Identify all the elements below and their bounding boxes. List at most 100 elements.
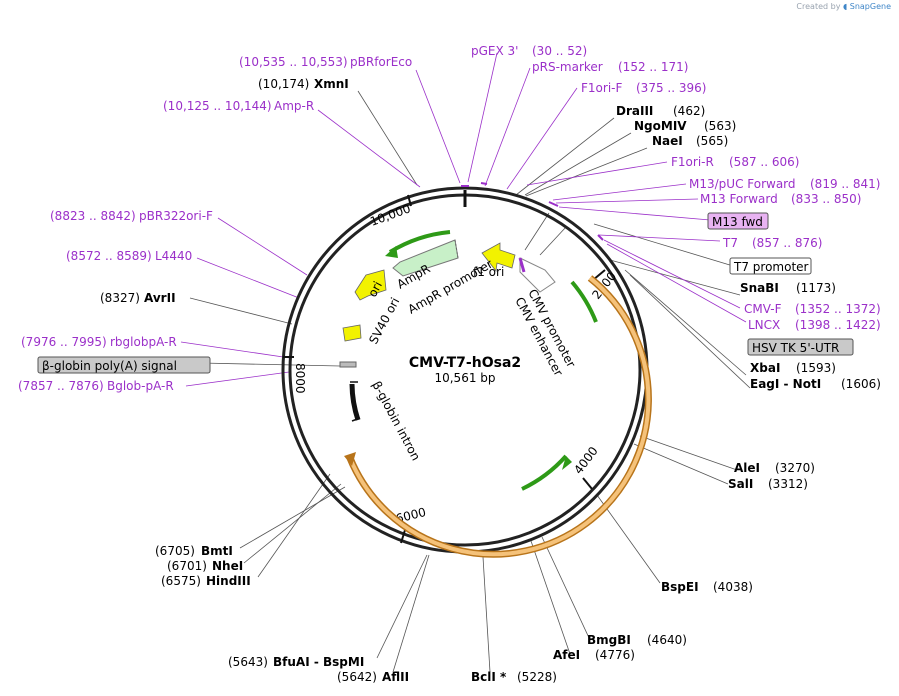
site-afei[interactable]: AfeI [553, 648, 580, 662]
site-nhei[interactable]: NheI [212, 559, 243, 573]
primer-m13-forward[interactable]: M13 Forward [700, 192, 778, 206]
snapgene-credit: Created by ◖ SnapGene [796, 2, 891, 11]
site-coord-nhei: (6701) [167, 559, 207, 573]
primer-rbglobpa-r[interactable]: rbglobpA-R [110, 335, 177, 349]
orf-arrowhead [344, 452, 356, 466]
green-arrow-1 [570, 280, 598, 323]
primer-coord-pbrforeco: (10,535 .. 10,553) [239, 55, 348, 69]
primer-f1ori-f[interactable]: F1ori-F [581, 81, 622, 95]
primer-coord-rbglobpa-r: (7976 .. 7995) [21, 335, 107, 349]
snapgene-logo-icon: ◖ [842, 2, 848, 11]
site-coord-alei: (3270) [775, 461, 815, 475]
primer-pbr322ori-f[interactable]: pBR322ori-F [139, 209, 213, 223]
ampr-arrow [392, 239, 459, 277]
site-coord-hindiii: (6575) [161, 574, 201, 588]
primer-amp-r[interactable]: Amp-R [274, 99, 314, 113]
site-xmni[interactable]: XmnI [314, 77, 349, 91]
primer-coord-prs-marker: (30 .. 52) [532, 44, 587, 58]
primer-coord-lncx: (1398 .. 1422) [795, 318, 881, 332]
site-bmti[interactable]: BmtI [201, 544, 233, 558]
snapgene-brand: ◖ SnapGene [843, 2, 891, 11]
primer-coord-amp-r: (10,125 .. 10,144) [163, 99, 272, 113]
site-coord-naei: (565) [696, 134, 728, 148]
site-sali[interactable]: SalI [728, 477, 753, 491]
f1-ori-arrow [481, 242, 516, 273]
credit-brand: SnapGene [849, 2, 891, 11]
site-coord-avrii: (8327) [100, 291, 140, 305]
credit-prefix: Created by [796, 2, 841, 11]
primer-coord-cmv-f: (1352 .. 1372) [795, 302, 881, 316]
site-coord-bmti: (6705) [155, 544, 195, 558]
site-coord-ngomiv: (563) [704, 119, 736, 133]
sv40-ori-box [342, 324, 362, 342]
primer-coord-pbr322ori-f: (8823 .. 8842) [50, 209, 136, 223]
boxed-label-beta-globin-polya[interactable]: β-globin poly(A) signal [42, 359, 177, 373]
beta-globin-polya-box [37, 356, 211, 374]
feature-label-ori: ori [365, 279, 385, 299]
site-hindiii[interactable]: HindIII [206, 574, 251, 588]
site-aflii[interactable]: AflII [382, 670, 409, 684]
primer-coord-152-171: (152 .. 171) [618, 60, 688, 74]
green-arrow-2 [521, 454, 568, 491]
primer-coord-m13-forward: (833 .. 850) [791, 192, 861, 206]
polya-mark [339, 361, 357, 368]
site-coord-sali: (3312) [768, 477, 808, 491]
site-naei[interactable]: NaeI [652, 134, 683, 148]
site-xbai[interactable]: XbaI [750, 361, 780, 375]
m13-fwd-box [707, 212, 769, 230]
primer-m13-puc-forward[interactable]: M13/pUC Forward [689, 177, 796, 191]
primer-coord-f1ori-f: (375 .. 396) [636, 81, 706, 95]
site-draiii[interactable]: DraIII [616, 104, 653, 118]
primer-leader-lines [180, 52, 747, 387]
site-bmgbi[interactable]: BmgBI [587, 633, 631, 647]
site-coord-bspei: (4038) [713, 580, 753, 594]
site-coord-bfuai-bspmi: (5643) [228, 655, 268, 669]
site-coord-bmgbi: (4640) [647, 633, 687, 647]
primer-coord-t7: (857 .. 876) [752, 236, 822, 250]
primer-marks [461, 182, 604, 241]
boxed-label-t7-promoter[interactable]: T7 promoter [733, 260, 809, 274]
feature-label-sv40-ori: SV40 ori [366, 295, 402, 346]
site-alei[interactable]: AleI [734, 461, 760, 475]
tick-marks [283, 194, 606, 544]
plasmid-length: 10,561 bp [434, 371, 495, 385]
primer-pgex3[interactable]: pGEX 3' [471, 44, 518, 58]
primer-lncx[interactable]: LNCX [748, 318, 780, 332]
site-coord-bcli: (5228) [517, 670, 557, 684]
hsv-tk-utr-box [747, 338, 854, 356]
site-eagi-noti[interactable]: EagI - NotI [750, 377, 821, 391]
primer-f1ori-r[interactable]: F1ori-R [671, 155, 714, 169]
boxed-label-m13-fwd[interactable]: M13 fwd [712, 215, 763, 229]
site-coord-snabi: (1173) [796, 281, 836, 295]
primer-bglob-pa-r[interactable]: Bglob-pA-R [107, 379, 174, 393]
tick-label-4000: 4000 [571, 444, 601, 477]
site-avrii[interactable]: AvrII [144, 291, 176, 305]
primer-coord-m13-puc-forward: (819 .. 841) [810, 177, 880, 191]
cmv-primer-site [518, 257, 526, 273]
primer-l4440[interactable]: L4440 [155, 249, 192, 263]
site-snabi[interactable]: SnaBI [740, 281, 779, 295]
feature-label-beta-globin-intron: β-globin intron [369, 379, 423, 463]
primer-coord-l4440: (8572 .. 8589) [66, 249, 152, 263]
primer-cmv-f[interactable]: CMV-F [744, 302, 782, 316]
site-ngomiv[interactable]: NgoMIV [634, 119, 687, 133]
primer-coord-bglob-pa-r: (7857 .. 7876) [18, 379, 104, 393]
site-bfuai-bspmi[interactable]: BfuAI - BspMI [273, 655, 364, 669]
ampr-promoter-mark [454, 239, 459, 259]
site-coord-draiii: (462) [673, 104, 705, 118]
feature-label-f1-ori: f1 ori [473, 265, 504, 279]
green-arrow-3-head [385, 246, 398, 258]
primer-t7[interactable]: T7 [722, 236, 738, 250]
orf-arc [348, 276, 651, 557]
primer-pbrforeco[interactable]: pBRforEco [350, 55, 412, 69]
green-arrow-2-head [562, 456, 572, 470]
site-leader-lines [189, 90, 754, 673]
primer-prs-marker[interactable]: pRS-marker [532, 60, 603, 74]
site-bcli[interactable]: BclI * [471, 670, 507, 684]
site-coord-eagi-noti: (1606) [841, 377, 881, 391]
t7-promoter-box [729, 257, 812, 275]
boxed-label-hsv-tk-utr[interactable]: HSV TK 5'-UTR [752, 341, 839, 355]
site-coord-xbai: (1593) [796, 361, 836, 375]
site-bspei[interactable]: BspEI [661, 580, 699, 594]
